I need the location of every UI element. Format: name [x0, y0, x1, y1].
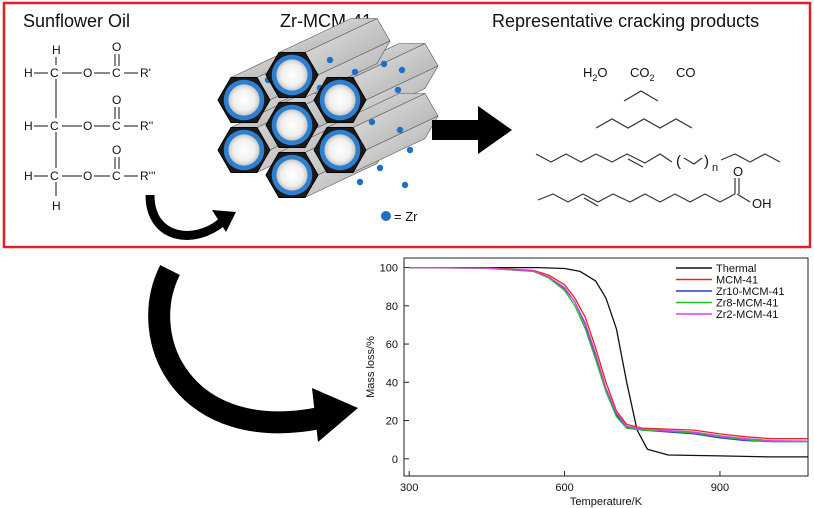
zr-site-dot — [326, 56, 334, 64]
zr-legend-label: = Zr — [394, 209, 418, 224]
atom-o: O — [83, 119, 92, 133]
legend-entry: MCM-41 — [716, 275, 758, 287]
zr-site-dot — [406, 146, 414, 154]
co2-label: CO2 — [630, 65, 655, 83]
pore-opening — [276, 159, 308, 191]
zr-site-dot — [368, 118, 376, 126]
zr-mcm-41-honeycomb — [217, 18, 439, 199]
atom-c: C — [50, 119, 59, 133]
big-curved-arrow — [148, 265, 358, 442]
y-tick-label: 40 — [386, 377, 398, 389]
x-tick-label: 900 — [711, 482, 729, 494]
legend-entry: Thermal — [716, 263, 756, 275]
zr-site-dot — [398, 66, 406, 74]
repeat-paren-close: ) — [704, 153, 709, 170]
y-tick-label: 20 — [386, 416, 398, 428]
zr-legend-dot — [381, 211, 391, 221]
sunflower-oil-title: Sunflower Oil — [23, 11, 130, 31]
atom-h-bottom: H — [52, 199, 61, 213]
zr-site-dot — [396, 126, 404, 134]
atom-h-top: H — [52, 43, 61, 57]
x-axis-label: Temperature/K — [570, 496, 643, 508]
atom-o: O — [83, 66, 92, 80]
hexane-skeleton — [595, 118, 693, 129]
y-axis-label: Mass loss/% — [365, 336, 377, 398]
co-label: CO — [676, 65, 696, 80]
r-group-3: R''' — [140, 169, 156, 183]
products-title: Representative cracking products — [492, 11, 759, 31]
atom-o-double: O — [112, 40, 121, 54]
r-group-1: R' — [140, 66, 151, 80]
x-tick-label: 600 — [555, 482, 573, 494]
acid-o-label: O — [733, 164, 743, 179]
top-panel-frame — [2, 1, 812, 249]
repeat-n-label: n — [712, 162, 718, 174]
cracking-products: H2O CO2 CO ( ) n O OH — [535, 65, 781, 211]
atom-o: O — [83, 169, 92, 183]
olefin-skeleton — [535, 153, 673, 164]
pore-opening — [324, 134, 356, 166]
propane-skeleton — [623, 90, 659, 102]
legend-entry: Zr10-MCM-41 — [716, 286, 784, 298]
y-tick-label: 100 — [380, 263, 398, 275]
pore-opening — [324, 84, 356, 116]
y-tick-label: 60 — [386, 339, 398, 351]
pore-opening — [228, 134, 260, 166]
atom-h: H — [24, 119, 33, 133]
atom-c: C — [112, 119, 121, 133]
zr-site-dot — [394, 86, 402, 94]
zr-site-dot — [380, 60, 388, 68]
atom-o-double: O — [112, 143, 121, 157]
legend-entry: Zr2-MCM-41 — [716, 309, 778, 321]
zr-site-dot — [401, 181, 409, 189]
atom-c: C — [50, 169, 59, 183]
zr-site-dot — [351, 68, 359, 76]
small-curved-arrow — [145, 194, 236, 240]
water-label: H2O — [583, 65, 608, 83]
legend-entry: Zr8-MCM-41 — [716, 298, 778, 310]
acid-oh-label: OH — [752, 196, 772, 211]
series-line-mcm-41 — [409, 266, 808, 440]
zr-site-dot — [376, 164, 384, 172]
atom-h: H — [24, 66, 33, 80]
reaction-arrow — [432, 106, 512, 154]
repeat-paren-open: ( — [676, 153, 681, 170]
atom-c: C — [112, 66, 121, 80]
series-line-zr8-mcm-41 — [409, 266, 808, 443]
series-line-zr2-mcm-41 — [409, 266, 809, 442]
series-line-thermal — [409, 266, 808, 458]
atom-c: C — [50, 66, 59, 80]
r-group-2: R'' — [140, 119, 153, 133]
pore-opening — [228, 84, 260, 116]
pore-opening — [276, 59, 308, 91]
x-tick-label: 300 — [400, 482, 418, 494]
atom-c: C — [112, 169, 121, 183]
atom-h: H — [24, 169, 33, 183]
pore-opening — [276, 109, 308, 141]
fatty-acid-skeleton — [537, 193, 736, 203]
zr-site-dot — [356, 178, 364, 186]
y-tick-label: 80 — [386, 301, 398, 313]
y-tick-label: 0 — [392, 454, 398, 466]
triglyceride-structure: H H C O C O R' H C O C O R'' H C O C O — [24, 40, 156, 213]
atom-o-double: O — [112, 93, 121, 107]
